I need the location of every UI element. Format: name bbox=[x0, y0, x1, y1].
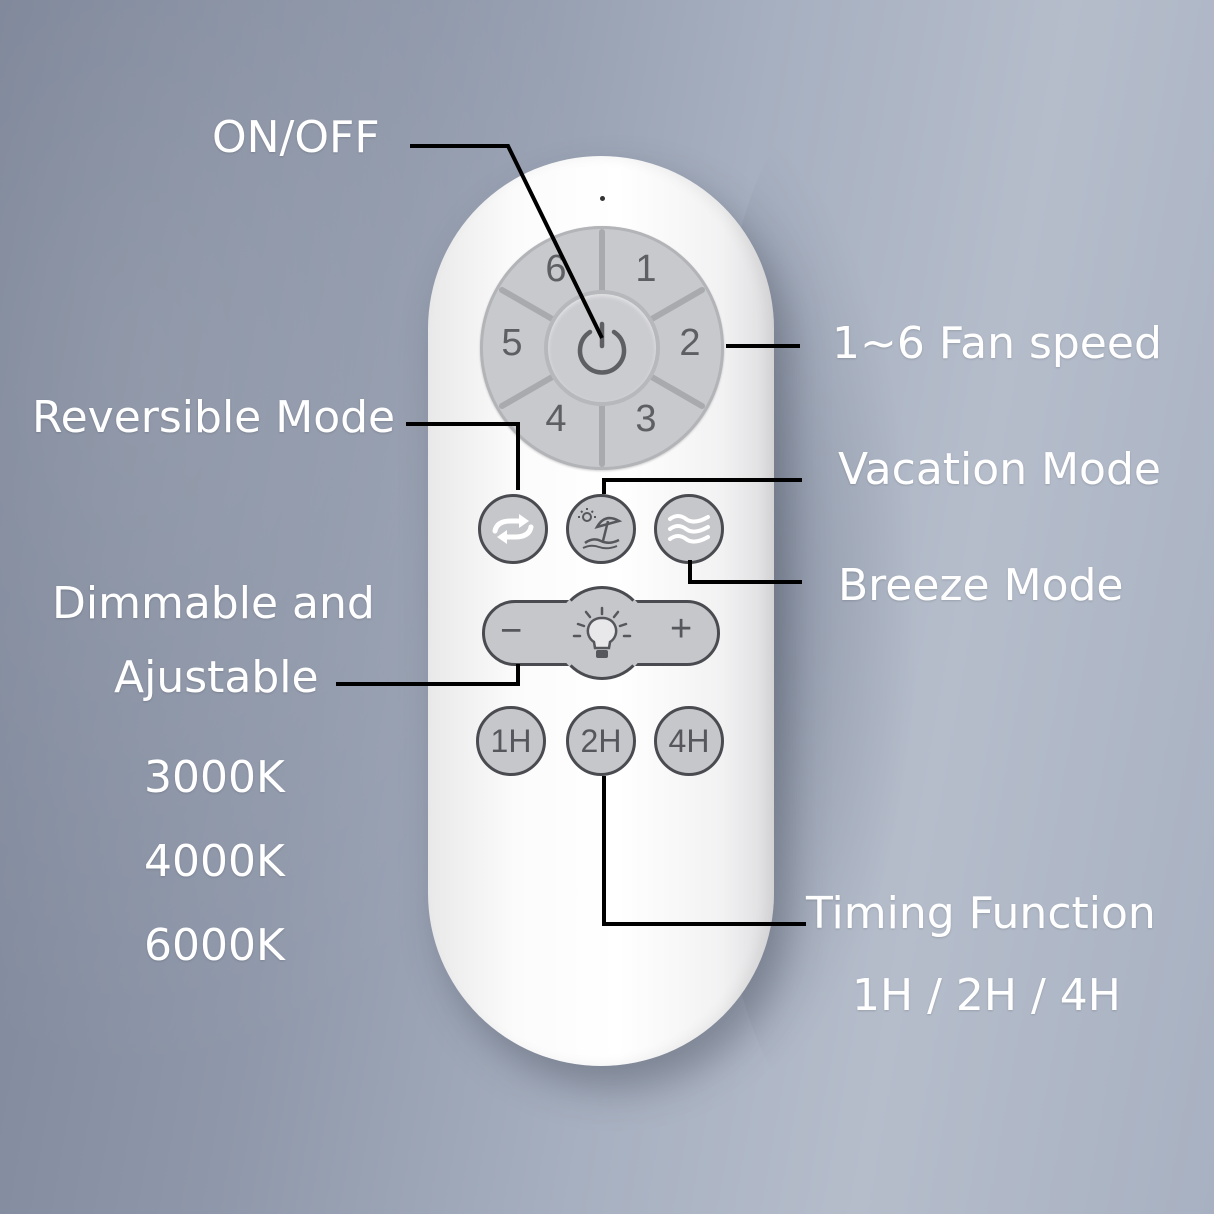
label-dimmable-line1: Dimmable and bbox=[52, 578, 375, 629]
label-on-off: ON/OFF bbox=[212, 112, 380, 163]
timer-2h-button[interactable]: 2H bbox=[566, 706, 636, 776]
vacation-mode-button[interactable] bbox=[566, 494, 636, 564]
speed-2-button[interactable]: 2 bbox=[679, 322, 701, 364]
speed-4-button[interactable]: 4 bbox=[545, 398, 567, 440]
dim-down-button[interactable]: − bbox=[500, 610, 523, 652]
label-dimmable-line2: Ajustable bbox=[114, 652, 319, 703]
power-button[interactable] bbox=[548, 294, 656, 402]
label-temp-4000: 4000K bbox=[144, 836, 285, 887]
dim-up-button[interactable]: + bbox=[670, 608, 693, 650]
beach-umbrella-icon bbox=[578, 508, 623, 550]
light-bulb-icon bbox=[572, 606, 632, 658]
timer-2h-label: 2H bbox=[580, 722, 622, 759]
indicator-led bbox=[600, 196, 605, 201]
timer-4h-button[interactable]: 4H bbox=[654, 706, 724, 776]
label-temp-6000: 6000K bbox=[144, 920, 285, 971]
reverse-arrows-icon bbox=[492, 514, 534, 544]
wind-waves-icon bbox=[668, 514, 710, 544]
label-temp-3000: 3000K bbox=[144, 752, 285, 803]
timer-4h-label: 4H bbox=[668, 722, 710, 759]
timer-1h-label: 1H bbox=[490, 722, 532, 759]
timer-1h-button[interactable]: 1H bbox=[476, 706, 546, 776]
label-fan-speed: 1~6 Fan speed bbox=[832, 318, 1162, 369]
dial-divider-lines bbox=[499, 229, 705, 467]
reverse-mode-button[interactable] bbox=[478, 494, 548, 564]
label-reversible-mode: Reversible Mode bbox=[32, 392, 396, 443]
label-timing-function: Timing Function bbox=[806, 888, 1156, 939]
speed-3-button[interactable]: 3 bbox=[635, 398, 657, 440]
label-breeze-mode: Breeze Mode bbox=[838, 560, 1124, 611]
label-timing-values: 1H / 2H / 4H bbox=[852, 970, 1121, 1021]
speed-5-button[interactable]: 5 bbox=[501, 322, 523, 364]
label-vacation-mode: Vacation Mode bbox=[838, 444, 1161, 495]
speed-1-button[interactable]: 1 bbox=[635, 248, 657, 290]
